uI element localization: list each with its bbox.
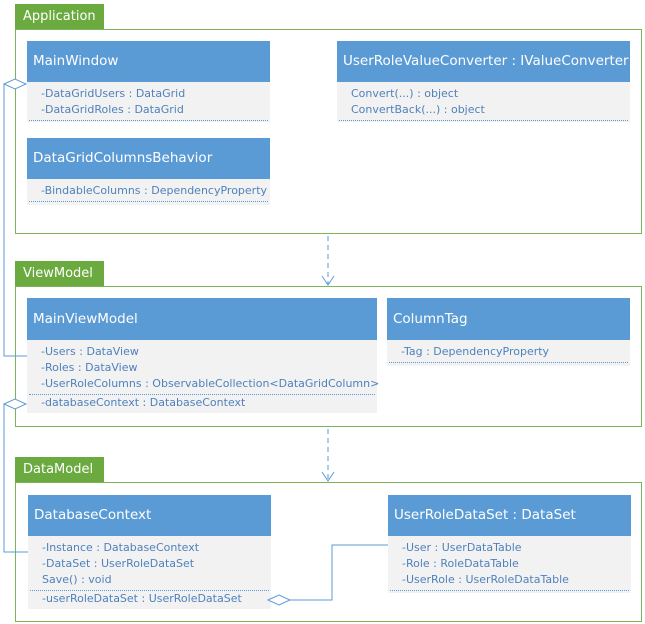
- separator: [339, 120, 628, 121]
- separator: [29, 120, 268, 121]
- class-name: MainWindow: [27, 41, 270, 82]
- separator: [30, 590, 269, 591]
- class-datagrid-columns-behavior: DataGridColumnsBehavior -BindableColumns…: [27, 138, 270, 205]
- class-main-view-model: MainViewModel -Users : DataView -Roles :…: [27, 298, 380, 413]
- method: Convert(...) : object: [351, 87, 459, 100]
- attribute: -UserRoleColumns : ObservableCollection<…: [41, 377, 380, 390]
- class-name: UserRoleDataSet : DataSet: [388, 495, 631, 536]
- association-field: -databaseContext : DatabaseContext: [41, 396, 246, 409]
- attribute: -Role : RoleDataTable: [402, 557, 519, 570]
- attribute: -Tag : DependencyProperty: [401, 345, 550, 358]
- separator: [389, 362, 628, 363]
- package-frame-application: [15, 29, 642, 234]
- association-field: -userRoleDataSet : UserRoleDataSet: [42, 592, 242, 605]
- class-user-role-value-converter: UserRoleValueConverter : IValueConverter…: [337, 41, 630, 122]
- arrow-down-icon: [321, 275, 335, 286]
- aggregation-line-viewmodel: [3, 403, 28, 553]
- package-tab-datamodel: DataModel: [15, 457, 104, 482]
- aggregation-line-mainwindow: [3, 83, 27, 357]
- class-main-window: MainWindow -DataGridUsers : DataGrid -Da…: [27, 41, 270, 122]
- attribute: -DataSet : UserRoleDataSet: [42, 557, 195, 570]
- attribute: -User : UserDataTable: [402, 541, 522, 554]
- aggregation-line-datamodel: [290, 544, 388, 601]
- class-database-context: DatabaseContext -Instance : DatabaseCont…: [28, 495, 271, 609]
- attribute: -Roles : DataView: [41, 361, 138, 374]
- class-user-role-dataset: UserRoleDataSet : DataSet -User : UserDa…: [388, 495, 631, 593]
- arrow-down-icon: [321, 471, 335, 482]
- class-name: UserRoleValueConverter : IValueConverter: [337, 41, 630, 82]
- attribute: -UserRole : UserRoleDataTable: [402, 573, 569, 586]
- class-name: MainViewModel: [27, 298, 377, 340]
- method: ConvertBack(...) : object: [351, 103, 485, 116]
- attribute: -Instance : DatabaseContext: [42, 541, 200, 554]
- package-tab-viewmodel: ViewModel: [15, 261, 104, 286]
- aggregation-diamond-icon: [266, 594, 292, 606]
- attribute: -DataGridUsers : DataGrid: [41, 87, 186, 100]
- class-name: ColumnTag: [387, 298, 630, 340]
- separator: [29, 394, 375, 395]
- method: Save() : void: [42, 573, 112, 586]
- aggregation-diamond-icon: [2, 398, 28, 410]
- class-name: DataGridColumnsBehavior: [27, 138, 270, 179]
- separator: [29, 201, 268, 202]
- attribute: -BindableColumns : DependencyProperty: [41, 184, 268, 197]
- attribute: -DataGridRoles : DataGrid: [41, 103, 184, 116]
- class-column-tag: ColumnTag -Tag : DependencyProperty: [387, 298, 630, 366]
- separator: [390, 590, 629, 591]
- package-tab-application: Application: [15, 4, 104, 29]
- aggregation-diamond-icon: [2, 78, 28, 90]
- attribute: -Users : DataView: [41, 345, 139, 358]
- class-name: DatabaseContext: [28, 495, 271, 536]
